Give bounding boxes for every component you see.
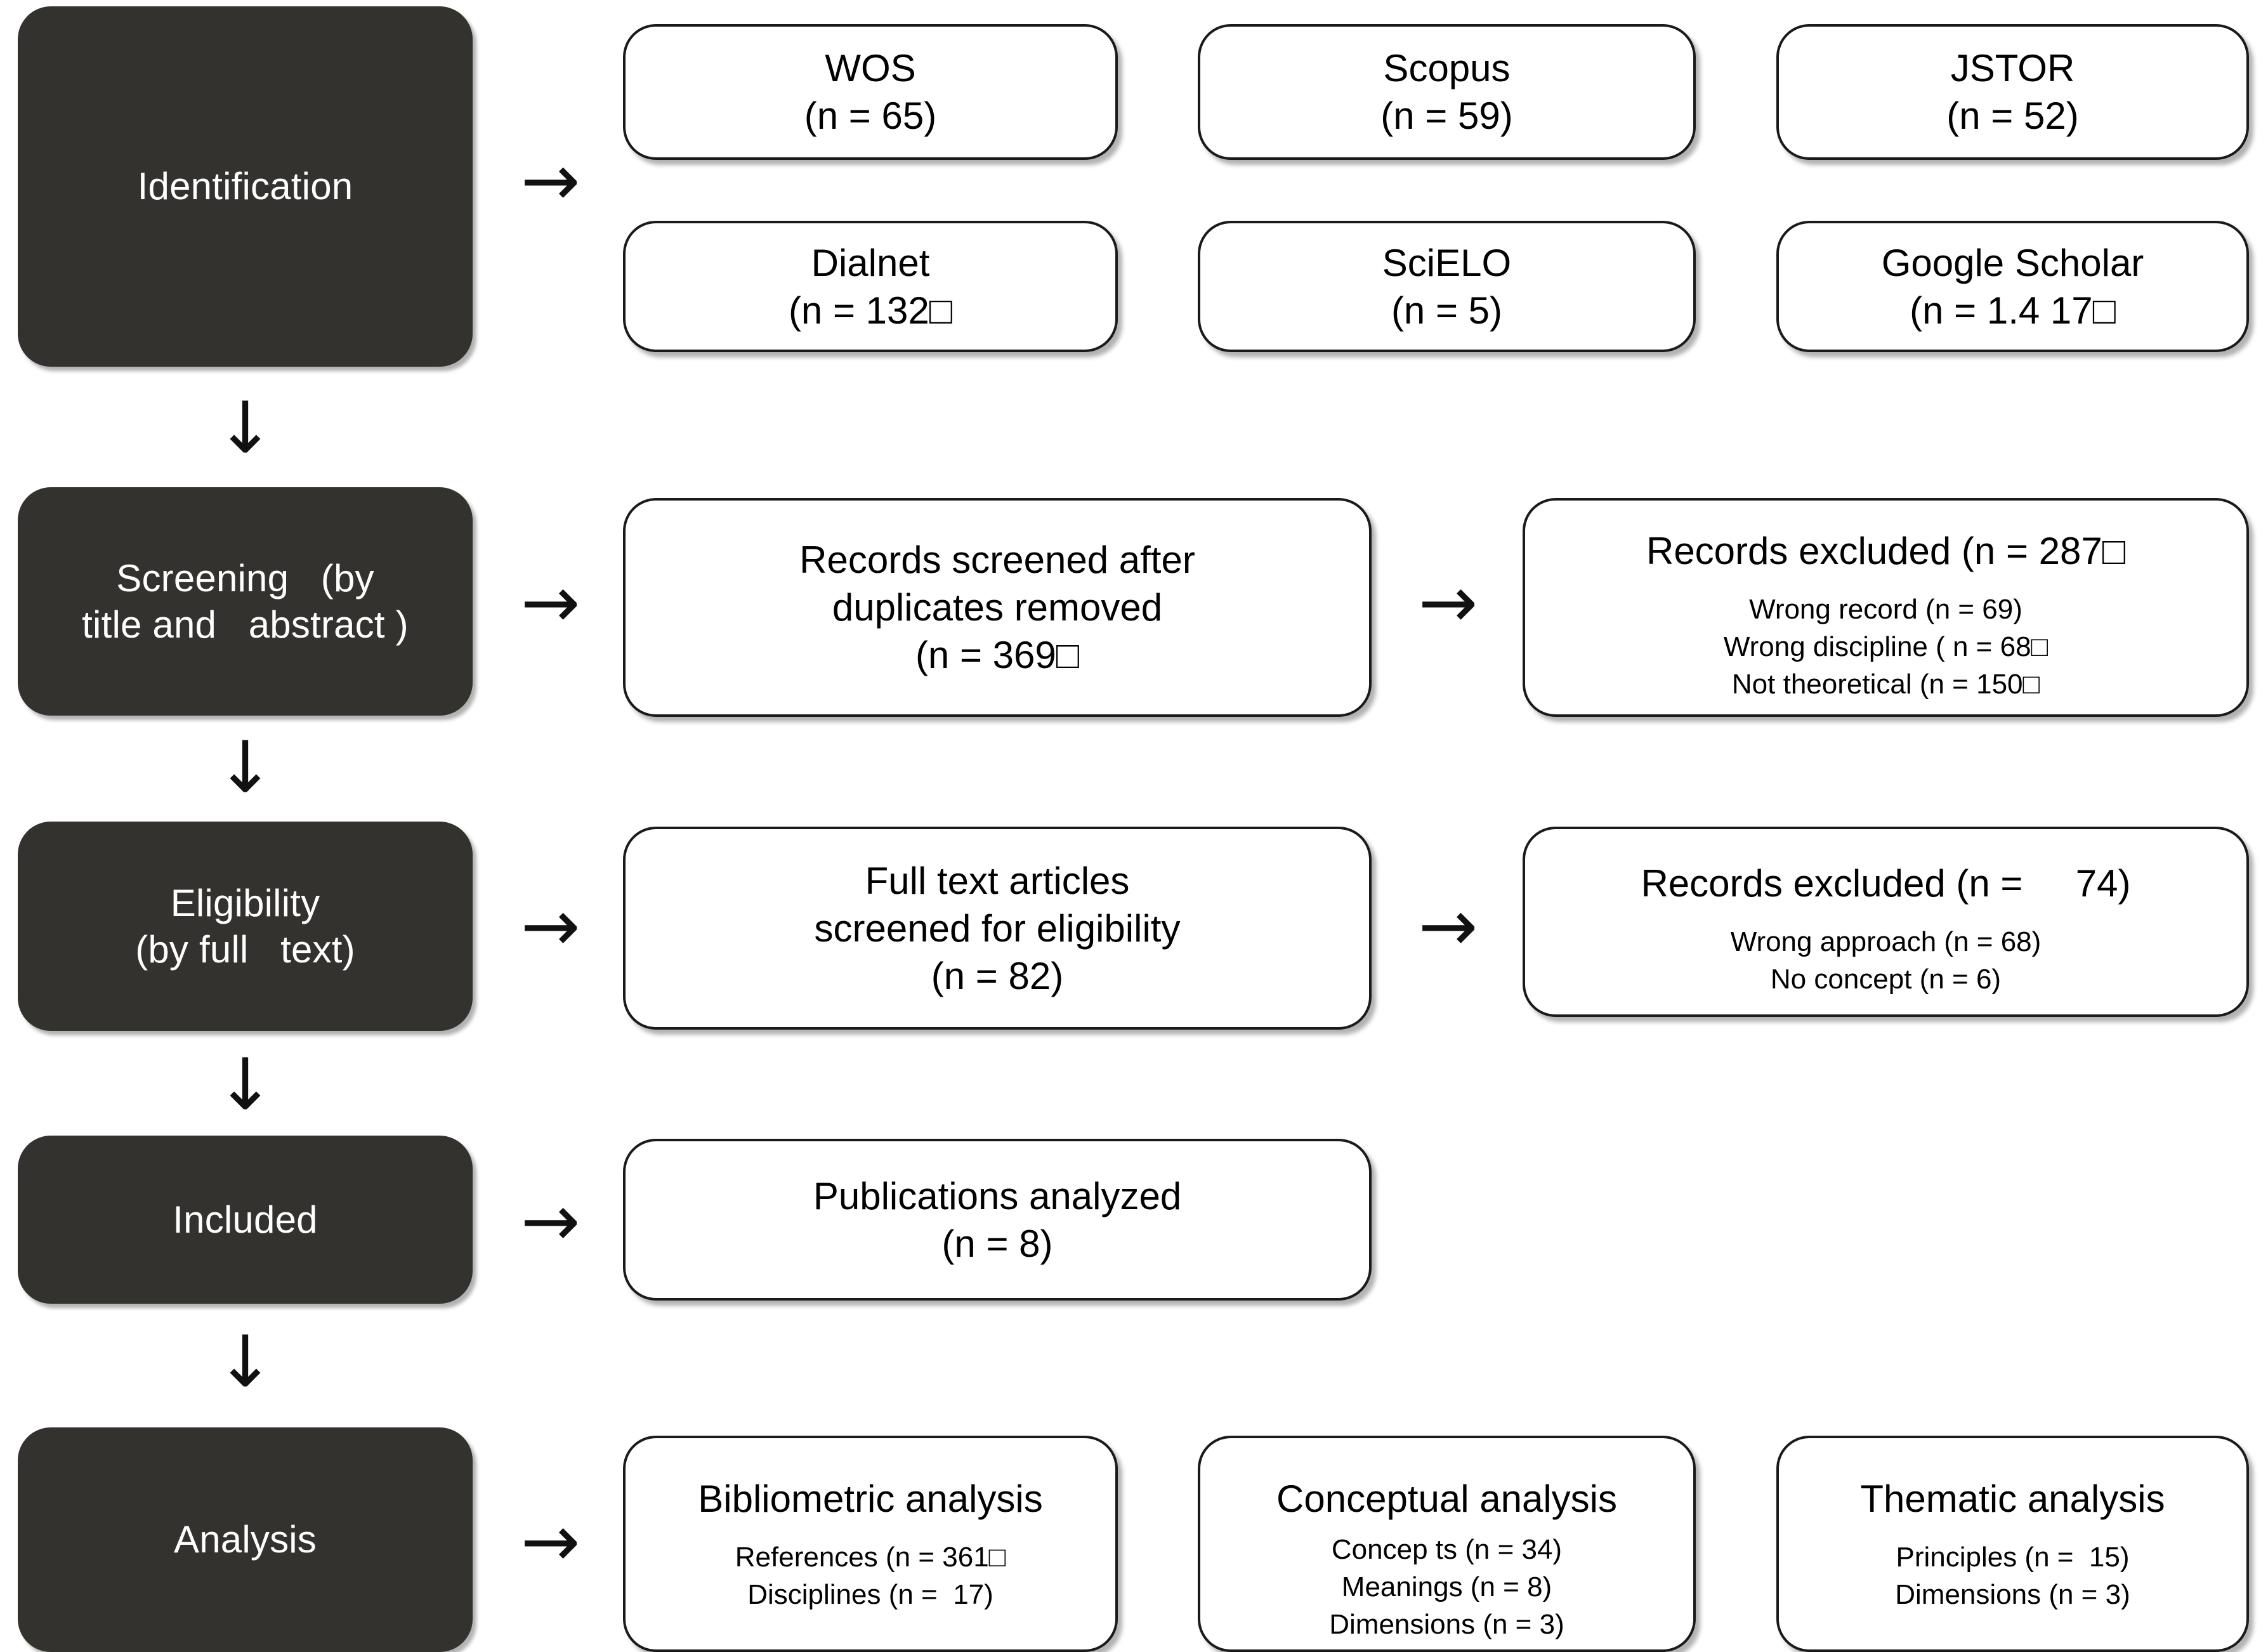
- publications-analyzed-box: Publications analyzed (n = 8): [623, 1139, 1372, 1301]
- arrow-right-eligibility: →: [520, 885, 580, 967]
- arrow-right-included: →: [520, 1180, 580, 1262]
- analysis-panel-bibliometric-item-1: References (n = 361□: [735, 1542, 1006, 1573]
- source-name-scielo: SciELO: [1382, 241, 1512, 284]
- source-count-wos: (n = 65): [804, 95, 937, 137]
- arrow-down-to-analysis: ↓: [215, 1321, 275, 1403]
- records-excluded-eligibility-title: Records excluded (n = 74): [1641, 862, 2131, 905]
- analysis-panel-conceptual-title: Conceptual analysis: [1276, 1478, 1617, 1520]
- source-name-dialnet: Dialnet: [811, 241, 930, 284]
- arrow-down-to-included: ↓: [215, 1044, 275, 1126]
- records-screened-box: Records screened after duplicates remove…: [623, 498, 1372, 717]
- source-name-jstor: JSTOR: [1950, 47, 2075, 89]
- source-count-jstor: (n = 52): [1946, 95, 2079, 137]
- stage-screening: Screening (by title and abstract ): [18, 487, 473, 716]
- stage-included-label: Included: [173, 1198, 318, 1241]
- analysis-panel-thematic-item-2: Dimensions (n = 3): [1895, 1578, 2130, 1610]
- source-count-scielo: (n = 5): [1391, 289, 1503, 332]
- source-box-dialnet: Dialnet (n = 132□: [623, 221, 1118, 352]
- full-text-line2: screened for eligibility: [814, 907, 1181, 950]
- source-box-scielo: SciELO (n = 5): [1198, 221, 1696, 352]
- records-excluded-eligibility-reason-2: No concept (n = 6): [1770, 963, 2002, 995]
- records-screened-line1: Records screened after: [799, 539, 1195, 581]
- full-text-articles-box: Full text articles screened for eligibil…: [623, 827, 1372, 1030]
- stage-included: Included: [18, 1136, 473, 1304]
- records-excluded-screening-box: Records excluded (n = 287□ Wrong record …: [1523, 498, 2249, 717]
- stage-identification-label: Identification: [137, 165, 353, 208]
- stage-screening-label-line1: Screening (by: [116, 556, 374, 600]
- records-excluded-eligibility-box: Records excluded (n = 74) Wrong approach…: [1523, 827, 2249, 1017]
- source-name-wos: WOS: [825, 47, 916, 89]
- analysis-panel-conceptual-item-2: Meanings (n = 8): [1341, 1571, 1552, 1603]
- arrow-right-eligibility-exclusion: →: [1418, 885, 1478, 967]
- records-excluded-screening-title: Records excluded (n = 287□: [1646, 530, 2125, 572]
- analysis-panel-thematic-title: Thematic analysis: [1860, 1478, 2165, 1520]
- source-count-google-scholar: (n = 1.4 17□: [1910, 289, 2116, 332]
- stage-screening-label-line2: title and abstract ): [82, 603, 409, 646]
- records-excluded-eligibility-reason-1: Wrong approach (n = 68): [1730, 926, 2042, 957]
- full-text-line1: Full text articles: [865, 859, 1130, 902]
- analysis-panel-conceptual-item-1: Concep ts (n = 34): [1331, 1534, 1563, 1565]
- source-name-scopus: Scopus: [1383, 47, 1511, 89]
- source-box-google-scholar: Google Scholar (n = 1.4 17□: [1776, 221, 2249, 352]
- publications-analyzed-count: (n = 8): [941, 1222, 1053, 1265]
- records-excluded-screening-reason-2: Wrong discipline ( n = 68□: [1723, 631, 2048, 662]
- records-screened-count: (n = 369□: [915, 634, 1080, 676]
- analysis-panel-conceptual: Conceptual analysis Concep ts (n = 34) M…: [1198, 1436, 1696, 1652]
- source-box-wos: WOS (n = 65): [623, 24, 1118, 160]
- source-name-google-scholar: Google Scholar: [1881, 241, 2144, 284]
- records-screened-line2: duplicates removed: [832, 586, 1163, 629]
- analysis-panel-bibliometric-item-2: Disciplines (n = 17): [747, 1578, 993, 1610]
- arrow-right-screening-exclusion: →: [1418, 561, 1478, 644]
- stage-identification: Identification: [18, 6, 473, 367]
- arrow-right-analysis: →: [520, 1500, 580, 1583]
- analysis-panel-conceptual-item-3: Dimensions (n = 3): [1329, 1608, 1564, 1640]
- analysis-panel-bibliometric-title: Bibliometric analysis: [698, 1478, 1043, 1520]
- stage-eligibility-label-line2: (by full text): [135, 928, 355, 971]
- publications-analyzed-line1: Publications analyzed: [813, 1174, 1182, 1217]
- stage-analysis-label: Analysis: [173, 1518, 317, 1561]
- arrow-down-to-eligibility: ↓: [215, 726, 275, 809]
- stage-eligibility-label-line1: Eligibility: [170, 881, 320, 924]
- stage-analysis: Analysis: [18, 1427, 473, 1652]
- full-text-count: (n = 82): [931, 954, 1064, 997]
- arrow-right-identification: →: [520, 140, 580, 222]
- arrow-down-to-screening: ↓: [215, 387, 275, 469]
- stage-eligibility: Eligibility (by full text): [18, 822, 473, 1031]
- source-box-jstor: JSTOR (n = 52): [1776, 24, 2249, 160]
- source-count-scopus: (n = 59): [1380, 95, 1513, 137]
- analysis-panel-bibliometric: Bibliometric analysis References (n = 36…: [623, 1436, 1118, 1652]
- analysis-panel-thematic-item-1: Principles (n = 15): [1896, 1542, 2130, 1573]
- records-excluded-screening-reason-3: Not theoretical (n = 150□: [1731, 668, 2040, 700]
- source-count-dialnet: (n = 132□: [788, 289, 953, 332]
- source-box-scopus: Scopus (n = 59): [1198, 24, 1696, 160]
- analysis-panel-thematic: Thematic analysis Principles (n = 15) Di…: [1776, 1436, 2249, 1652]
- arrow-right-screening: →: [520, 561, 580, 644]
- records-excluded-screening-reason-1: Wrong record (n = 69): [1749, 594, 2022, 625]
